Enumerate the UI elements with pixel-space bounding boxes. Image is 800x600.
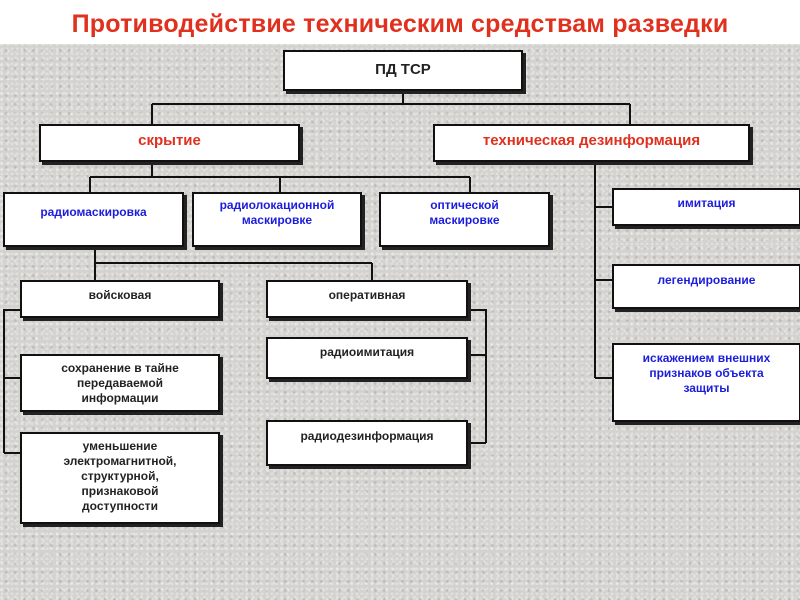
node-radioimitation: радиоимитация (266, 337, 468, 379)
node-radarmask-label: радиолокационной маскировке (219, 198, 335, 227)
node-reduction: уменьшение электромагнитной, структурной… (20, 432, 220, 524)
node-radiodisinfo: радиодезинформация (266, 420, 468, 466)
node-legend-label: легендирование (657, 273, 756, 287)
node-radiomask-label: радиомаскировка (40, 205, 147, 219)
node-disinfo: техническая дезинформация (433, 124, 750, 162)
node-root: ПД ТСР (283, 50, 523, 91)
node-opticalmask-label: оптической маскировке (429, 198, 500, 227)
node-imitation: имитация (612, 188, 800, 226)
node-legend: легендирование (612, 264, 800, 309)
node-imitation-label: имитация (677, 196, 736, 210)
node-distortion-label: искажением внешних признаков объекта защ… (642, 351, 771, 395)
node-radiomask: радиомаскировка (3, 192, 184, 247)
node-troop-label: войсковая (88, 288, 152, 302)
node-secrecy: сохранение в тайне передаваемой информац… (20, 354, 220, 412)
node-opticalmask: оптической маскировке (379, 192, 550, 247)
node-radarmask: радиолокационной маскировке (192, 192, 362, 247)
title-bar (0, 0, 800, 44)
node-root-label: ПД ТСР (375, 61, 431, 78)
node-radiodisinfo-label: радиодезинформация (300, 429, 434, 443)
node-distortion: искажением внешних признаков объекта защ… (612, 343, 800, 422)
node-radioimitation-label: радиоимитация (319, 345, 415, 359)
connector-operative-right (468, 309, 487, 443)
connector-troop-left (3, 309, 20, 453)
node-hiding: скрытие (39, 124, 300, 162)
node-disinfo-label: техническая дезинформация (482, 132, 701, 149)
page-title: Противодействие техническим средствам ра… (71, 10, 729, 38)
node-troop: войсковая (20, 280, 220, 318)
node-operative-label: оперативная (328, 288, 406, 302)
node-operative: оперативная (266, 280, 468, 318)
node-hiding-label: скрытие (138, 132, 201, 149)
node-secrecy-label: сохранение в тайне передаваемой информац… (61, 361, 179, 405)
node-reduction-label: уменьшение электромагнитной, структурной… (63, 439, 177, 513)
